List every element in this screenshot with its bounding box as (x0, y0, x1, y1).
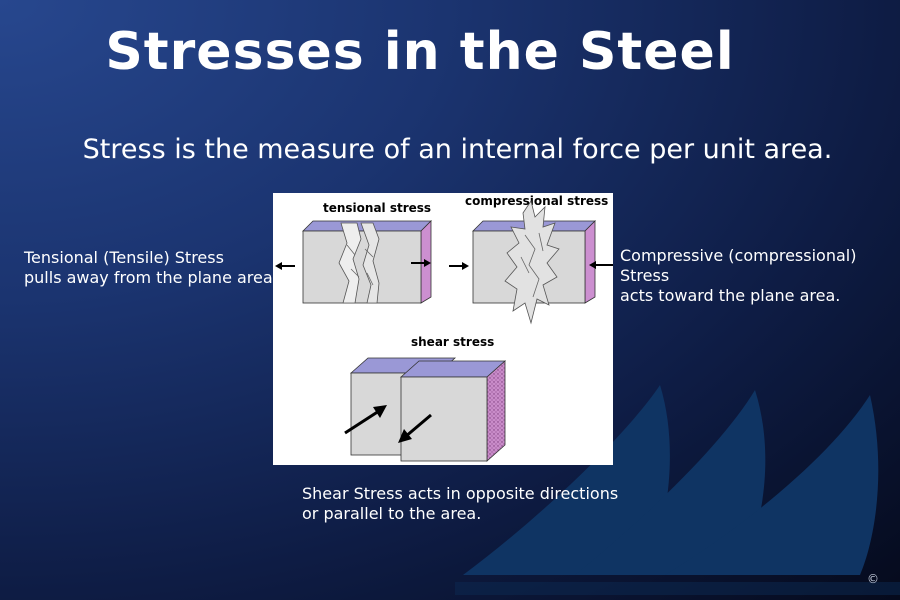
slide-subtitle: Stress is the measure of an internal for… (82, 134, 833, 165)
wave-decoration (455, 385, 900, 595)
tensional-stress-label: tensional stress (323, 201, 431, 215)
compressive-caption: Compressive (compressional) Stress acts … (620, 246, 900, 306)
tensile-caption-line1: Tensional (Tensile) Stress (24, 248, 224, 267)
shear-caption: Shear Stress acts in opposite directions… (302, 484, 618, 524)
compressional-arrows (449, 261, 613, 270)
tensile-caption: Tensional (Tensile) Stress pulls away fr… (24, 248, 278, 288)
shear-arrows (344, 405, 432, 443)
compressional-block (472, 200, 596, 325)
shear-block (349, 357, 507, 462)
compressive-caption-line1: Compressive (compressional) Stress (620, 246, 857, 285)
compressive-caption-line2: acts toward the plane area. (620, 286, 841, 305)
tensional-arrows (275, 259, 431, 270)
tensile-caption-line2: pulls away from the plane area. (24, 268, 278, 287)
shear-stress-label: shear stress (411, 335, 494, 349)
stress-diagram: tensional stress compressional stress (275, 194, 613, 462)
copyright-mark: © (867, 572, 879, 586)
compressional-stress-label: compressional stress (465, 194, 608, 208)
shear-caption-line2: or parallel to the area. (302, 504, 482, 523)
slide-title: Stresses in the Steel (105, 22, 735, 82)
stress-diagram-panel: tensional stress compressional stress (273, 193, 613, 465)
shear-caption-line1: Shear Stress acts in opposite directions (302, 484, 619, 503)
